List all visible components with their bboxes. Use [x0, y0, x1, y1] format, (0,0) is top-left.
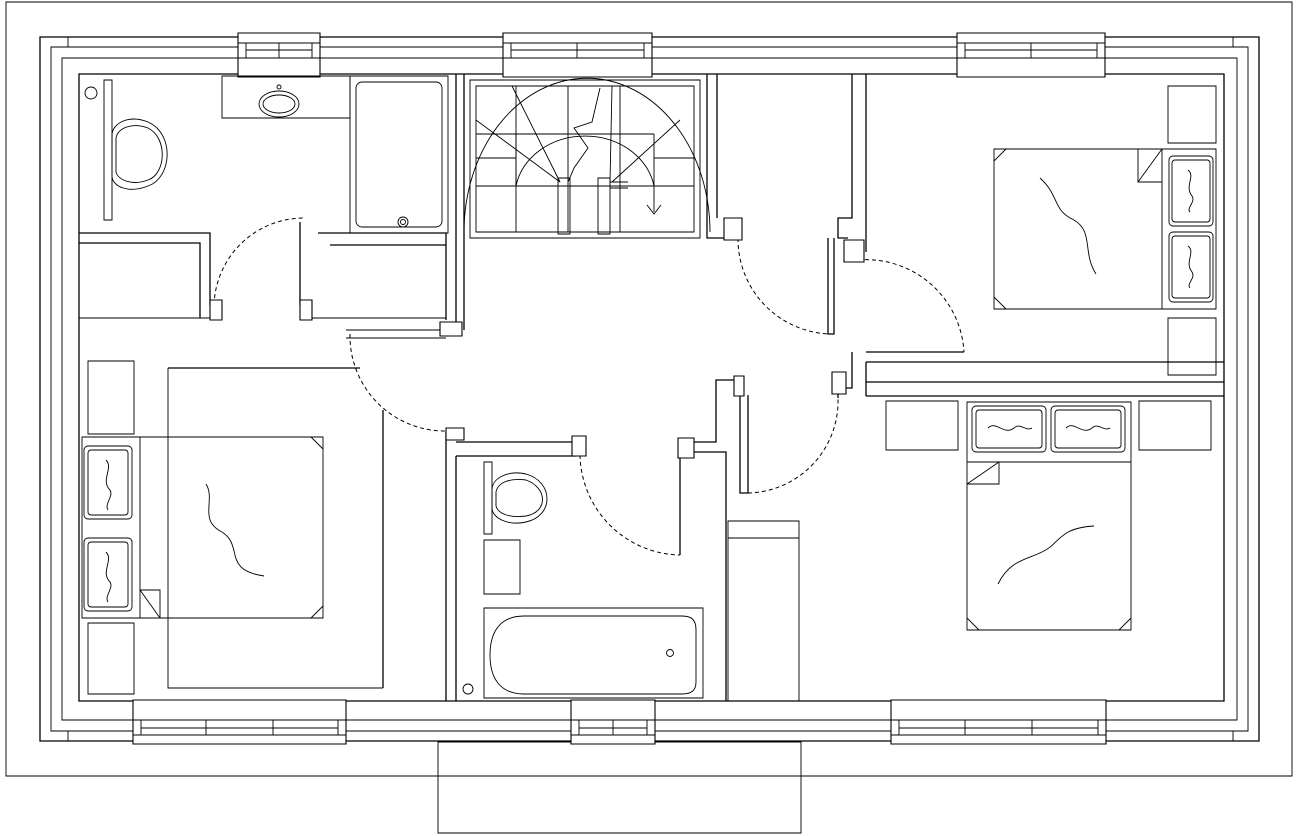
interior-walls: [79, 74, 1224, 701]
window: [891, 700, 1106, 744]
balcony-outline: [438, 742, 801, 833]
window: [133, 700, 346, 744]
door: [734, 372, 846, 493]
window: [571, 700, 655, 744]
shower-tray-icon: [350, 76, 448, 233]
bedroom-west: [82, 361, 323, 694]
door: [724, 218, 834, 334]
drain-icon: [85, 87, 97, 99]
window: [238, 33, 320, 77]
cabinet: [484, 540, 520, 594]
window: [957, 33, 1105, 77]
bathtub-icon: [463, 608, 703, 698]
bedroom-north-east: [994, 86, 1216, 375]
nightstand: [88, 623, 134, 694]
nightstand: [88, 361, 134, 434]
door: [350, 322, 464, 440]
staircase-icon: [464, 78, 710, 238]
door: [210, 218, 305, 320]
nightstand: [1139, 401, 1211, 450]
windows-south: [133, 700, 1106, 744]
windows-north: [238, 33, 1105, 77]
nightstand: [1168, 86, 1216, 143]
double-bed-icon: [967, 402, 1131, 630]
double-bed-icon: [994, 149, 1216, 309]
bathroom-small-fixtures: [463, 462, 703, 698]
window: [503, 33, 652, 77]
toilet-icon: [104, 80, 167, 220]
closet: [728, 521, 799, 701]
door: [572, 436, 694, 555]
toilet-icon: [484, 462, 547, 534]
double-bed-icon: [82, 437, 323, 618]
bedroom-south-east: [886, 401, 1211, 630]
washbasin-icon: [222, 76, 350, 118]
door: [300, 300, 312, 320]
bathroom-main-fixtures: [85, 76, 448, 233]
nightstand: [1168, 318, 1216, 375]
doors: [210, 218, 964, 555]
door: [844, 240, 964, 352]
nightstand: [886, 401, 958, 450]
